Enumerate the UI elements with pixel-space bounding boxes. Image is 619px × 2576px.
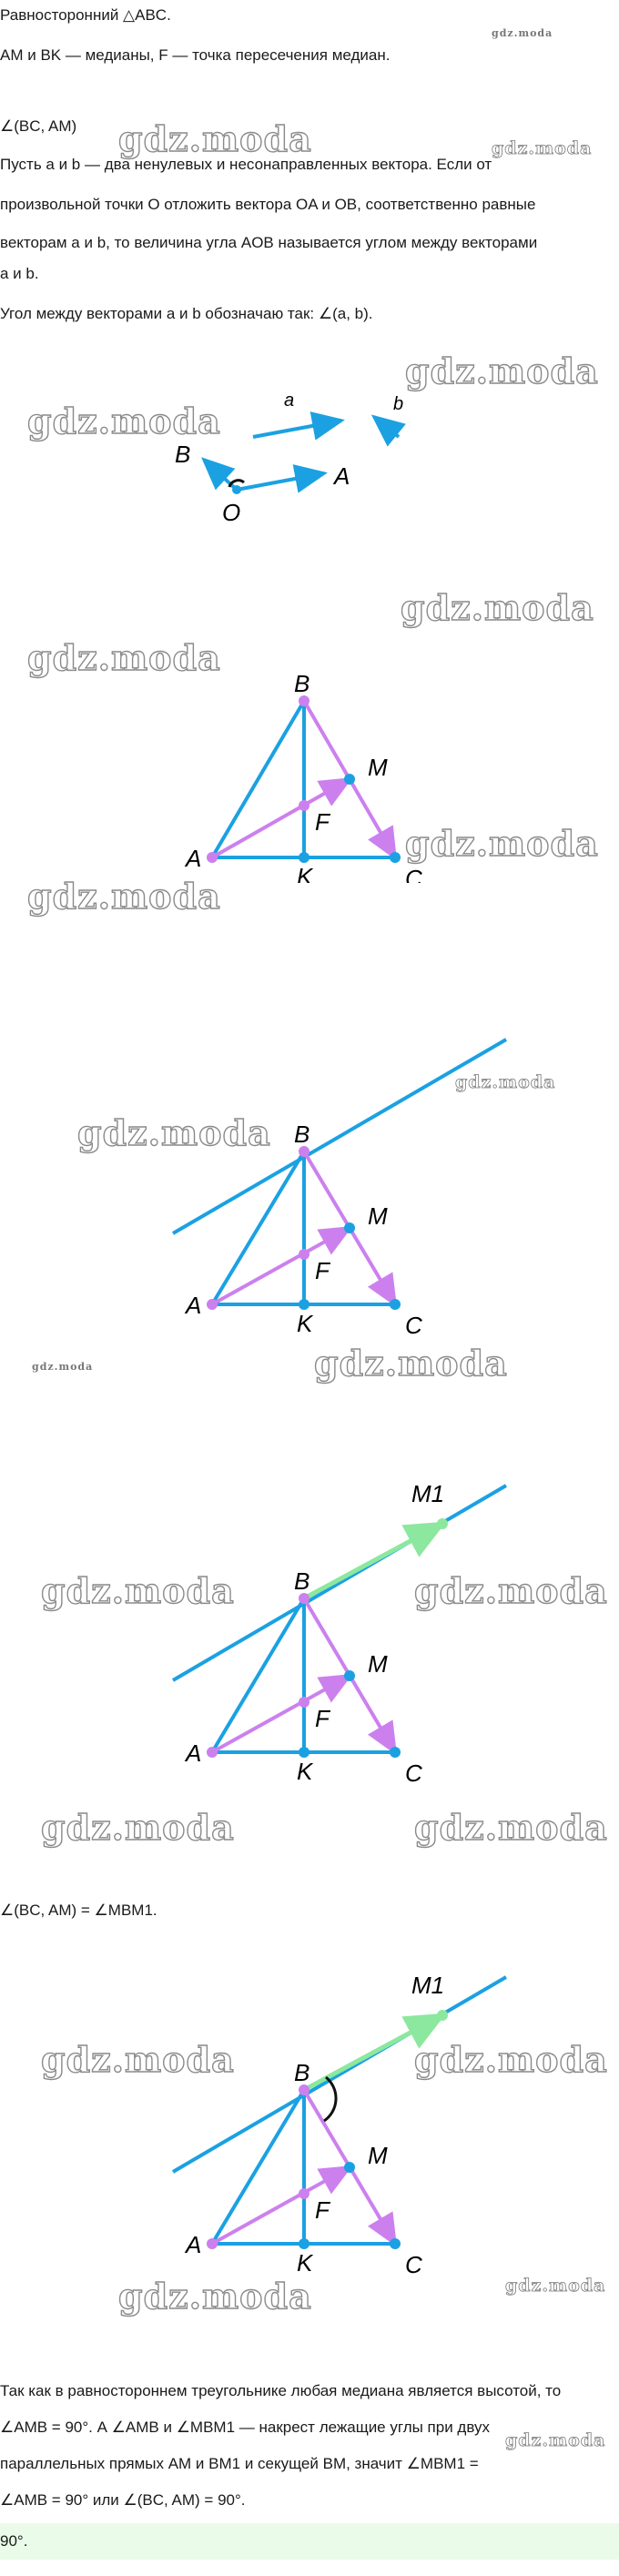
watermark: gdz.moda [26, 400, 221, 441]
svg-text:M: M [368, 754, 388, 781]
svg-text:F: F [315, 2196, 331, 2224]
definition-line-2: произвольной точки O отложить вектора OA… [0, 196, 536, 213]
vectors-figure: a b A B O [175, 390, 406, 526]
watermark: gdz.moda [413, 1806, 608, 1848]
equation-line: ∠(BC, AM) = ∠MBM1. [0, 1902, 157, 1919]
svg-text:M: M [368, 2142, 388, 2169]
svg-text:A: A [184, 2231, 201, 2258]
definition-line-1: Пусть a и b — два ненулевых и несонаправ… [0, 156, 492, 173]
watermark: gdz.moda [32, 1361, 94, 1373]
conclusion-line-4: ∠AMB = 90° или ∠(BC, AM) = 90°. [0, 2491, 246, 2509]
triangle-figure-2: B A C K M F [171, 1038, 508, 1339]
conclusion-line-3: параллельных прямых AM и BM1 и секущей B… [0, 2455, 479, 2472]
angle-AOB-arc [228, 479, 245, 488]
watermark: gdz.moda [404, 822, 599, 864]
watermark: gdz.moda [26, 636, 221, 678]
answer-text: 90°. [0, 2532, 28, 2550]
label-A: A [332, 462, 350, 490]
watermark: gdz.moda [40, 2038, 235, 2080]
svg-text:F: F [315, 808, 331, 836]
conclusion-line-1: Так как в равностороннем треугольнике лю… [0, 2382, 562, 2399]
point-O [232, 485, 241, 494]
svg-text:K: K [297, 1310, 314, 1337]
watermark: gdz.moda [505, 2276, 606, 2297]
svg-text:M: M [368, 1650, 388, 1678]
svg-text:C: C [405, 2251, 422, 2278]
watermark: gdz.moda [117, 117, 312, 159]
watermark: gdz.moda [492, 138, 593, 159]
label-b: b [393, 394, 403, 414]
watermark: gdz.moda [117, 2275, 312, 2317]
vector-OA-arrow [236, 464, 328, 493]
watermark: gdz.moda [413, 2038, 608, 2080]
watermark: gdz.moda [313, 1342, 508, 1384]
watermark: gdz.moda [413, 1569, 608, 1611]
svg-text:B: B [294, 674, 310, 697]
svg-text:A: A [184, 845, 201, 872]
svg-text:A: A [184, 1292, 201, 1319]
svg-text:K: K [297, 1758, 314, 1784]
vector-a-arrow [252, 411, 345, 441]
triangle-figure-1: B A C K M F [184, 674, 422, 883]
svg-text:B: B [294, 2059, 310, 2086]
svg-text:F: F [315, 1257, 331, 1284]
svg-text:C: C [405, 1760, 422, 1784]
triangle-figure-3: M1 B A C K M F [171, 1480, 508, 1784]
watermark: gdz.moda [404, 350, 599, 391]
watermark: gdz.moda [76, 1111, 271, 1153]
answer-box: 90°. [0, 2523, 619, 2560]
svg-text:M: M [368, 1202, 388, 1230]
triangle-figure-4: M1 B A C K M F [171, 1972, 508, 2278]
notation-line: Угол между векторами a и b обозначаю так… [0, 305, 373, 322]
svg-text:M1: M1 [411, 1972, 444, 1999]
watermark: gdz.moda [26, 875, 221, 917]
label-O: O [222, 499, 240, 526]
label-a: a [284, 390, 294, 411]
watermark: gdz.moda [40, 1569, 235, 1611]
conclusion-line-2: ∠AMB = 90°. А ∠AMB и ∠MBM1 — накрест леж… [0, 2419, 491, 2436]
watermark: gdz.moda [455, 1072, 556, 1093]
vector-b-arrow [370, 414, 406, 447]
svg-text:K: K [297, 863, 314, 883]
find-expression: ∠(BC, AM) [0, 117, 77, 135]
svg-text:K: K [297, 2249, 314, 2277]
watermark: gdz.moda [40, 1806, 235, 1848]
definition-line-4: a и b. [0, 265, 39, 282]
svg-text:M1: M1 [411, 1480, 444, 1507]
vector-OB-arrow [201, 457, 238, 492]
svg-text:B: B [294, 1121, 310, 1148]
watermark: gdz.moda [505, 2430, 606, 2451]
watermark: gdz.moda [400, 586, 594, 628]
svg-text:B: B [294, 1567, 310, 1595]
svg-text:C: C [405, 865, 422, 883]
svg-text:C: C [405, 1312, 422, 1339]
given-line-1: Равносторонний △ABC. [0, 6, 171, 24]
angle-MBM1-arc [323, 2075, 338, 2123]
watermark: gdz.moda [492, 27, 553, 39]
svg-text:A: A [184, 1739, 201, 1767]
label-B: B [175, 441, 190, 468]
given-line-2: AM и BK — медианы, F — точка пересечения… [0, 46, 391, 64]
svg-text:F: F [315, 1705, 331, 1732]
definition-line-3: векторам a и b, то величина угла AOB наз… [0, 234, 538, 251]
